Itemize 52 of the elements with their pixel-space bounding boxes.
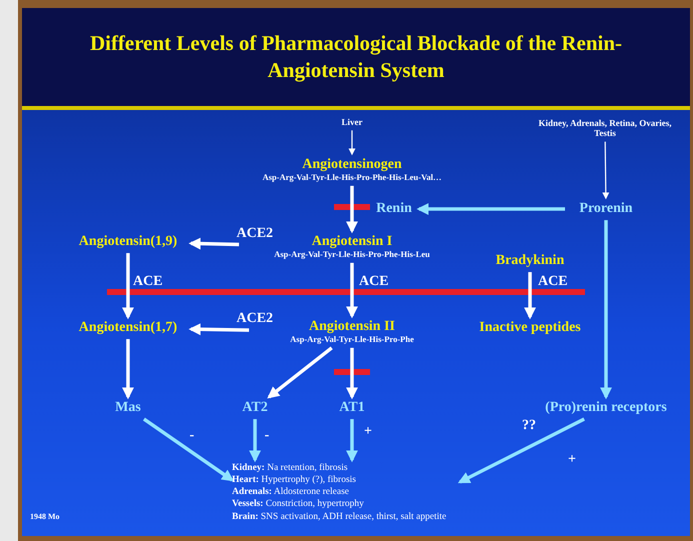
receptor-label: Renin	[372, 201, 416, 218]
annotation-label: ??	[522, 418, 536, 434]
edge-label: +	[364, 424, 372, 440]
effect-line: Heart: Hypertrophy (?), fibrosis	[232, 474, 356, 486]
peptide-name: Bradykinin	[485, 253, 575, 270]
footnote: 1948 Mo	[30, 512, 60, 521]
arrow	[600, 220, 612, 400]
amino-acid-sequence: Asp-Arg-Val-Tyr-Lle-His-Pro-Phe-His-Leu-Val…	[261, 173, 443, 183]
effect-line: Kidney: Na retention, fibrosis	[232, 462, 348, 474]
edge-label: ACE2	[236, 311, 274, 327]
arrow	[602, 142, 610, 200]
receptor-label: (Pro)renin receptors	[536, 400, 676, 416]
arrow	[267, 346, 333, 398]
receptor-label: Mas	[110, 400, 146, 416]
arrow	[122, 339, 134, 400]
source-label: Liver	[327, 117, 377, 128]
arrow	[346, 348, 358, 400]
slide-title: Different Levels of Pharmacological Blockade of the Renin-Angiotensin System	[88, 30, 624, 84]
receptor-label: Prorenin	[568, 201, 644, 218]
arrow	[346, 262, 358, 318]
effect-line: Adrenals: Aldosterone release	[232, 486, 349, 498]
peptide-name: Angiotensin II	[308, 319, 396, 336]
arrow	[458, 418, 585, 484]
peptide-name: Angiotensinogen	[301, 157, 403, 174]
peptide-name: Angiotensin(1,9)	[68, 234, 188, 250]
receptor-label: AT1	[335, 400, 369, 416]
peptide-name: Angiotensin(1,7)	[68, 320, 188, 336]
arrow	[188, 238, 240, 250]
source-label: Kidney, Adrenals, Retina, Ovaries, Testis	[535, 118, 675, 139]
edge-label: -	[264, 428, 270, 444]
amino-acid-sequence: Asp-Arg-Val-Tyr-Lle-His-Pro-Phe-His-Leu	[273, 250, 431, 260]
arrow	[142, 418, 234, 482]
arrow	[249, 419, 261, 462]
arrow	[348, 130, 356, 156]
arrow	[346, 186, 358, 234]
effect-line: Brain: SNS activation, ADH release, thirst, salt appetite	[232, 510, 446, 523]
arrow	[416, 203, 565, 216]
amino-acid-sequence: Asp-Arg-Val-Tyr-Lle-His-Pro-Phe	[289, 335, 415, 345]
arrow	[346, 419, 358, 462]
receptor-label: AT2	[238, 400, 272, 416]
peptide-name: Inactive peptides	[465, 320, 595, 336]
edge-label: ACE	[538, 274, 568, 290]
edge-label: ACE	[133, 274, 163, 290]
peptide-name: Angiotensin I	[310, 234, 394, 250]
edge-label: -	[190, 428, 194, 444]
edge-label: +	[568, 452, 576, 468]
edge-label: ACE	[359, 274, 389, 290]
arrow	[122, 253, 134, 320]
effect-line: Vessels: Constriction, hypertrophy	[232, 498, 364, 511]
edge-label: ACE2	[236, 226, 274, 242]
arrow	[524, 272, 536, 320]
arrow	[188, 323, 250, 336]
